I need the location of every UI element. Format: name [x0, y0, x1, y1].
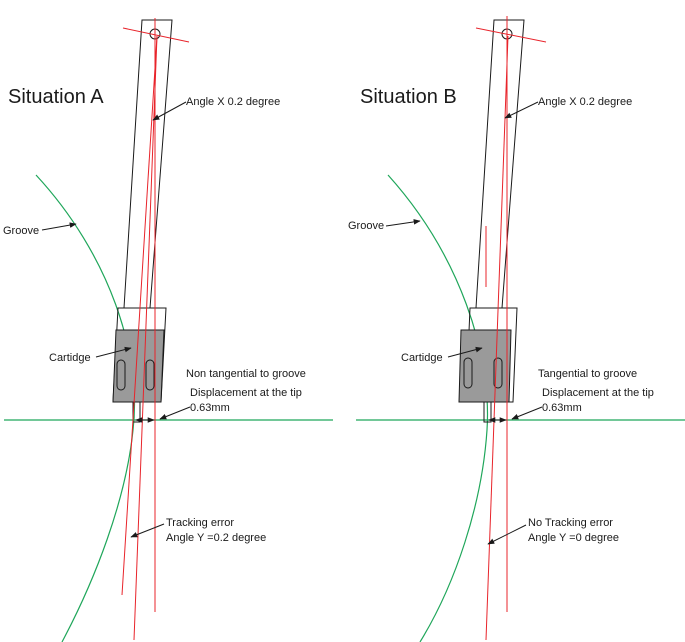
displacement-value-b: 0.63mm: [542, 402, 582, 414]
situation-b-panel: Situation B Angle X 0.2 degree Groove Ca…: [348, 16, 685, 642]
angle-x-label-a: Angle X 0.2 degree: [186, 96, 280, 108]
displacement-label-a: Displacement at the tip: [190, 387, 302, 399]
tracking-error-label-a: Tracking error: [166, 517, 234, 529]
situation-b-title: Situation B: [360, 86, 457, 108]
cartridge-body-b: [458, 329, 512, 403]
pivot-crossline-a: [122, 27, 190, 43]
displacement-value-a: 0.63mm: [190, 402, 230, 414]
cartridge-slot-right-a: [145, 359, 155, 391]
tracking-error-label-b: No Tracking error: [528, 517, 613, 529]
cartridge-body-a: [112, 329, 165, 403]
displacement-pointer-a: [159, 406, 191, 420]
stylus-b: [483, 401, 492, 423]
angle-y-label-b: Angle Y =0 degree: [528, 532, 619, 544]
groove-pointer-a: [41, 222, 77, 231]
tracking-error-pointer-a: [130, 523, 165, 538]
cartridge-slot-right-b: [493, 357, 503, 389]
cartridge-slot-left-b: [463, 357, 473, 389]
angle-x-label-b: Angle X 0.2 degree: [538, 96, 632, 108]
groove-arc-b: [387, 174, 489, 642]
cartridge-slot-left-a: [116, 359, 126, 391]
arm-axis-line-a: [133, 35, 158, 641]
situation-a-panel: Situation A Angle X 0.2 degree Groove Ca…: [3, 18, 333, 642]
cartridge-label-a: Cartidge: [49, 352, 91, 364]
cartridge-pointer-a: [95, 346, 132, 358]
situation-a-title: Situation A: [8, 86, 104, 108]
cartridge-pointer-b: [447, 346, 483, 358]
groove-label-a: Groove: [3, 225, 39, 237]
displacement-label-b: Displacement at the tip: [542, 387, 654, 399]
groove-arc-a: [35, 174, 136, 642]
tangency-label-a: Non tangential to groove: [186, 368, 306, 380]
cartridge-label-b: Cartidge: [401, 352, 443, 364]
angle-y-label-a: Angle Y =0.2 degree: [166, 532, 266, 544]
displacement-pointer-b: [511, 406, 543, 420]
pivot-crossline-b: [475, 27, 547, 43]
tangency-label-b: Tangential to groove: [538, 368, 637, 380]
groove-pointer-b: [385, 219, 421, 227]
angle-x-pointer-a: [152, 101, 187, 121]
tracking-line-a: [121, 35, 158, 596]
tracking-error-pointer-b: [487, 524, 527, 545]
groove-label-b: Groove: [348, 220, 384, 232]
angle-x-pointer-b: [504, 101, 539, 119]
